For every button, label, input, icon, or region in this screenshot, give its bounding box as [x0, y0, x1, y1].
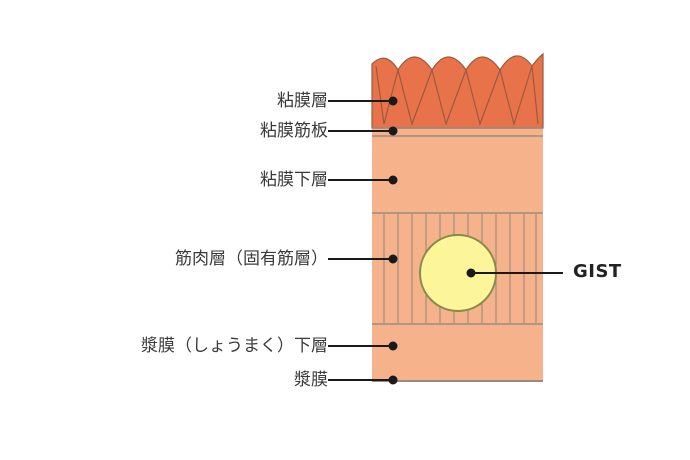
label-muscularis-propria: 筋肉層（固有筋層） [175, 249, 328, 269]
label-muscularis-mucosae: 粘膜筋板 [260, 121, 328, 141]
leader-lines [328, 96, 563, 385]
mucosa-layer [371, 52, 544, 129]
label-subserosa: 漿膜（しょうまく）下層 [141, 336, 328, 356]
label-mucosa: 粘膜層 [277, 91, 328, 111]
label-gist: GIST [573, 261, 622, 282]
mucosa-villi [375, 65, 539, 127]
label-serosa: 漿膜 [294, 370, 328, 390]
label-submucosa: 粘膜下層 [260, 170, 328, 190]
